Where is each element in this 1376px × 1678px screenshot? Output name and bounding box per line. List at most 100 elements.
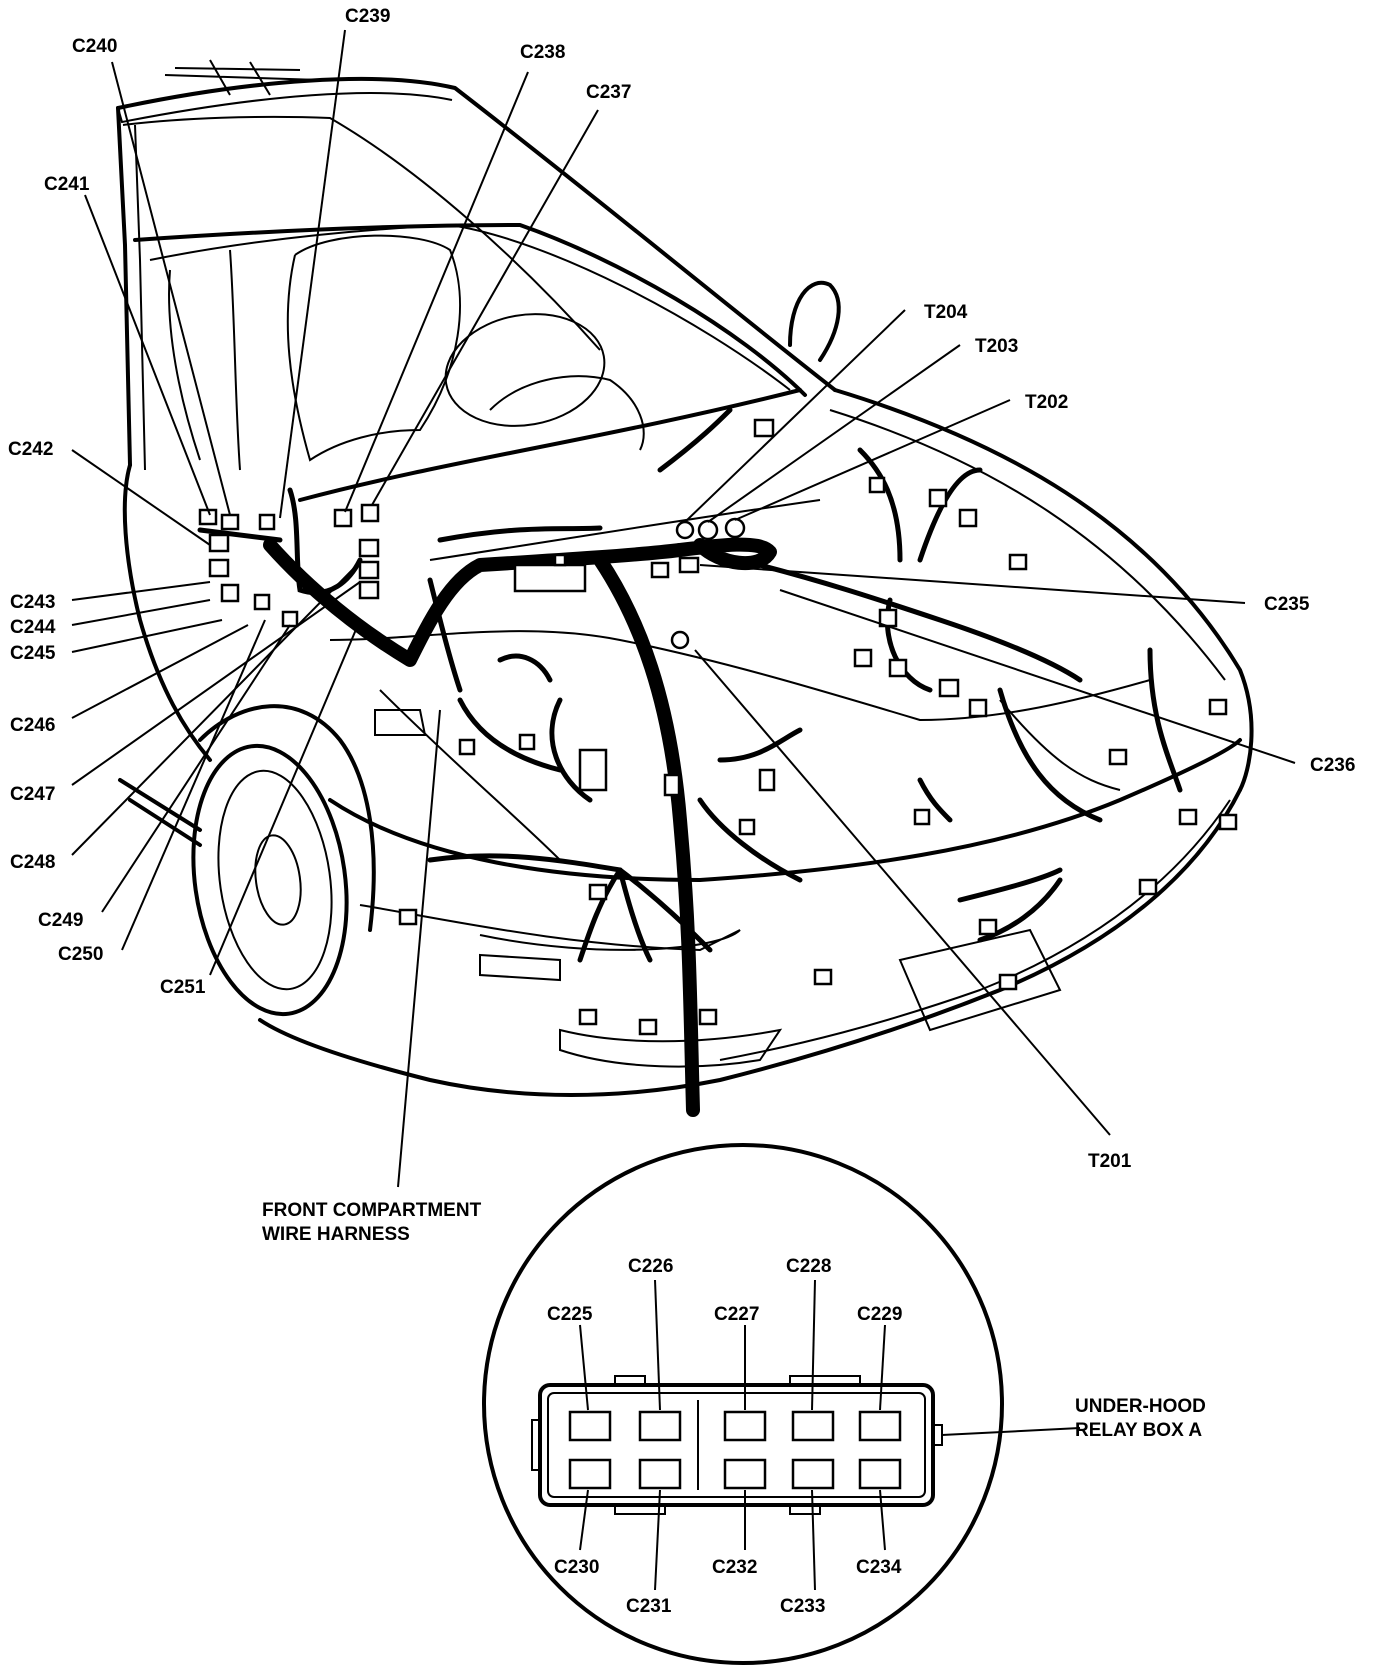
- front-wheel-outer: [191, 743, 349, 1017]
- hood-front-edge: [328, 738, 1242, 882]
- wire-harness: [197, 407, 1238, 1117]
- leader-c246: [71, 624, 249, 719]
- connector: [968, 698, 988, 718]
- label-c246: C246: [10, 715, 55, 736]
- connector: [553, 553, 567, 567]
- socket-c228: [791, 1410, 835, 1442]
- connector: [998, 973, 1018, 991]
- horn: [374, 709, 427, 736]
- leader-c230: [579, 1489, 589, 1551]
- bumper-intake: [559, 1028, 783, 1068]
- label-c226: C226: [628, 1256, 673, 1277]
- door-sill: [118, 778, 202, 847]
- windshield-inner: [122, 115, 601, 351]
- connector: [588, 883, 608, 901]
- relay-box-left-tab: [531, 1419, 540, 1471]
- label-harness-line1: FRONT COMPARTMENT: [262, 1200, 482, 1221]
- label-relay-line1: UNDER-HOOD: [1075, 1396, 1206, 1417]
- branch: [577, 867, 623, 963]
- leader-c239: [279, 29, 346, 519]
- relay-box-bottom-tabs: [614, 1505, 821, 1515]
- relay-box-top-tabs: [614, 1375, 861, 1385]
- label-c247: C247: [10, 784, 55, 805]
- connector: [398, 908, 418, 926]
- a-pillar-left: [116, 106, 132, 467]
- a-pillar-left-inner: [134, 124, 146, 471]
- socket-c225: [568, 1410, 612, 1442]
- connector: [978, 918, 998, 936]
- label-t201: T201: [1088, 1151, 1132, 1172]
- license-plate: [898, 928, 1062, 1032]
- socket-c231: [638, 1458, 682, 1490]
- connector: [281, 610, 299, 628]
- leader-relay-box: [941, 1427, 1081, 1436]
- right-fender-inner: [829, 409, 1226, 681]
- connector: [253, 593, 271, 611]
- connector: [1218, 813, 1238, 831]
- connector: [578, 1008, 598, 1026]
- leader-c248: [71, 561, 361, 856]
- branch: [657, 407, 733, 473]
- socket-c234: [858, 1458, 902, 1490]
- branch: [497, 653, 553, 683]
- branch: [917, 467, 983, 563]
- front-wheel-hub: [254, 834, 302, 926]
- socket-c232: [723, 1458, 767, 1490]
- leader-c234: [879, 1489, 886, 1551]
- label-c250: C250: [58, 944, 103, 965]
- branch: [1147, 647, 1183, 793]
- label-c240: C240: [72, 36, 117, 57]
- label-c248: C248: [10, 852, 55, 873]
- relay-module: [578, 748, 608, 792]
- socket-c230: [568, 1458, 612, 1490]
- branch: [717, 727, 803, 763]
- leader-c245: [71, 619, 223, 653]
- connector: [663, 773, 681, 797]
- label-c231: C231: [626, 1596, 672, 1617]
- label-c243: C243: [10, 592, 55, 613]
- relay-box-inset: [482, 1143, 1004, 1665]
- branch: [427, 577, 463, 693]
- connector: [853, 648, 873, 668]
- leader-c243: [71, 581, 211, 601]
- leader-c233: [811, 1489, 816, 1591]
- ground-terminal: [670, 630, 690, 650]
- connector: [358, 560, 380, 580]
- socket-c227: [723, 1410, 767, 1442]
- leader-t201: [694, 649, 1111, 1136]
- leader-c241: [84, 194, 211, 516]
- windshield-base: [133, 223, 807, 397]
- leader-c236: [779, 589, 1296, 764]
- leader-c237: [371, 109, 599, 506]
- label-c228: C228: [786, 1256, 831, 1277]
- seat-right: [286, 234, 461, 462]
- socket-c229: [858, 1410, 902, 1442]
- connector: [518, 733, 536, 751]
- connector: [458, 738, 476, 756]
- leader-c251: [209, 619, 361, 976]
- label-c237: C237: [586, 82, 631, 103]
- leader-c244: [71, 599, 211, 626]
- connector: [650, 561, 670, 579]
- label-c244: C244: [10, 617, 56, 638]
- branch: [457, 697, 563, 773]
- connector: [678, 556, 700, 574]
- dash-line: [149, 223, 791, 391]
- leader-c247: [71, 581, 361, 786]
- connector: [738, 818, 756, 836]
- label-c236: C236: [1310, 755, 1355, 776]
- junction-block: [513, 563, 587, 593]
- connector: [258, 513, 276, 531]
- label-c242: C242: [8, 439, 53, 460]
- roof-line: [116, 77, 837, 392]
- connector: [758, 768, 776, 792]
- harness-left-stub: [197, 527, 283, 543]
- label-c241: C241: [44, 174, 90, 195]
- leader-c250: [121, 619, 266, 951]
- leader-harness: [397, 709, 441, 1188]
- branch: [737, 557, 1083, 683]
- label-c245: C245: [10, 643, 56, 664]
- leader-t203: [707, 344, 961, 523]
